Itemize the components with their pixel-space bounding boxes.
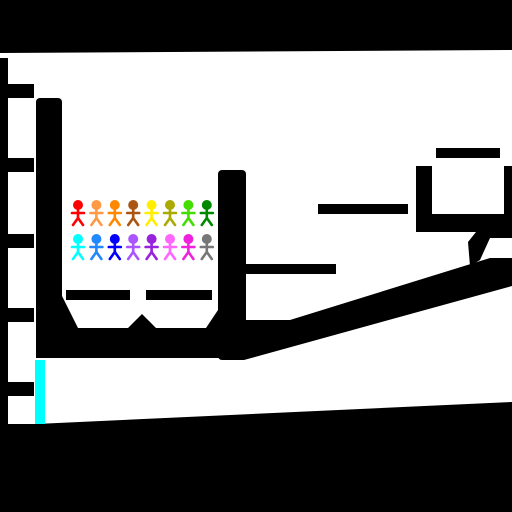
- stickman[interactable]: [89, 200, 104, 227]
- stickman-head: [128, 234, 139, 244]
- cup-lid: [436, 148, 500, 158]
- stickman-limb: [126, 216, 135, 227]
- stickman-limb: [163, 216, 172, 227]
- stickman-limb: [95, 250, 103, 261]
- stickman-limb: [76, 250, 85, 261]
- wall-ledge: [0, 234, 34, 248]
- stickmen-group: [70, 200, 215, 261]
- trapdoor-right[interactable]: [146, 290, 212, 300]
- stickman-limb: [145, 250, 153, 261]
- stickman-limb: [76, 216, 85, 227]
- wall-ledge: [0, 158, 34, 172]
- stickman-limb: [182, 216, 190, 227]
- stickman[interactable]: [125, 234, 141, 261]
- stickman[interactable]: [181, 200, 196, 227]
- stickman-limb: [71, 250, 80, 261]
- stickman-limb: [108, 216, 117, 227]
- stickman-head: [73, 200, 83, 210]
- wall-ledge: [0, 308, 34, 322]
- container: [36, 98, 512, 360]
- stickman[interactable]: [70, 200, 86, 227]
- stickman-head: [109, 234, 120, 244]
- stickman-head: [91, 200, 102, 210]
- stickman[interactable]: [144, 234, 159, 261]
- stickman[interactable]: [107, 234, 123, 261]
- stickman-limb: [90, 216, 98, 227]
- stickman-limb: [131, 250, 140, 261]
- stickman-limb: [187, 216, 195, 227]
- wall-ledge: [0, 382, 34, 396]
- stickman[interactable]: [70, 234, 86, 261]
- stickman-limb: [131, 216, 140, 227]
- water-strip: [35, 360, 45, 424]
- stickman-limb: [205, 250, 214, 261]
- stickman-head: [201, 234, 212, 244]
- stickman[interactable]: [125, 200, 141, 227]
- stickman-limb: [71, 216, 80, 227]
- cup-structure: [416, 148, 512, 266]
- platform-upper[interactable]: [318, 204, 408, 214]
- stickman-head: [146, 200, 157, 210]
- stickman-head: [73, 234, 83, 244]
- stickman[interactable]: [107, 200, 123, 227]
- cup-body: [416, 166, 512, 266]
- platform-middle[interactable]: [246, 264, 336, 274]
- stickman-head: [109, 200, 120, 210]
- stickman[interactable]: [89, 234, 104, 261]
- stickman-limb: [126, 250, 135, 261]
- stickman-head: [183, 200, 194, 210]
- wall-ledge: [0, 84, 34, 98]
- stickman-head: [183, 234, 194, 244]
- stickman[interactable]: [181, 234, 196, 261]
- stickman-limb: [90, 250, 98, 261]
- stickman-limb: [108, 250, 117, 261]
- stickman[interactable]: [144, 200, 159, 227]
- stickman-head: [165, 200, 175, 210]
- stickman-limb: [187, 250, 195, 261]
- stickman-limb: [182, 250, 190, 261]
- stickman-limb: [150, 250, 158, 261]
- stickman-limb: [200, 250, 209, 261]
- stickman-limb: [150, 216, 158, 227]
- slope-ramp: [236, 258, 512, 360]
- stickman-limb: [205, 216, 214, 227]
- stickman-limb: [113, 216, 122, 227]
- stickman-limb: [145, 216, 153, 227]
- stickman-head: [91, 234, 102, 244]
- wall-ledges: [0, 84, 34, 396]
- stickman-limb: [200, 216, 209, 227]
- stickman-limb: [168, 250, 177, 261]
- trapdoor-left[interactable]: [66, 290, 130, 300]
- container-left-wall: [36, 98, 62, 358]
- stickman-limb: [113, 250, 122, 261]
- container-bottom: [36, 296, 246, 358]
- stickman-head: [128, 200, 139, 210]
- stickman[interactable]: [199, 234, 215, 261]
- stickman-head: [201, 200, 212, 210]
- stickman-head: [146, 234, 157, 244]
- stickman[interactable]: [162, 200, 178, 227]
- stickman-head: [165, 234, 175, 244]
- stickman[interactable]: [162, 234, 178, 261]
- stickman-limb: [168, 216, 177, 227]
- stickman[interactable]: [199, 200, 215, 227]
- stickman-limb: [163, 250, 172, 261]
- stickman-limb: [95, 216, 103, 227]
